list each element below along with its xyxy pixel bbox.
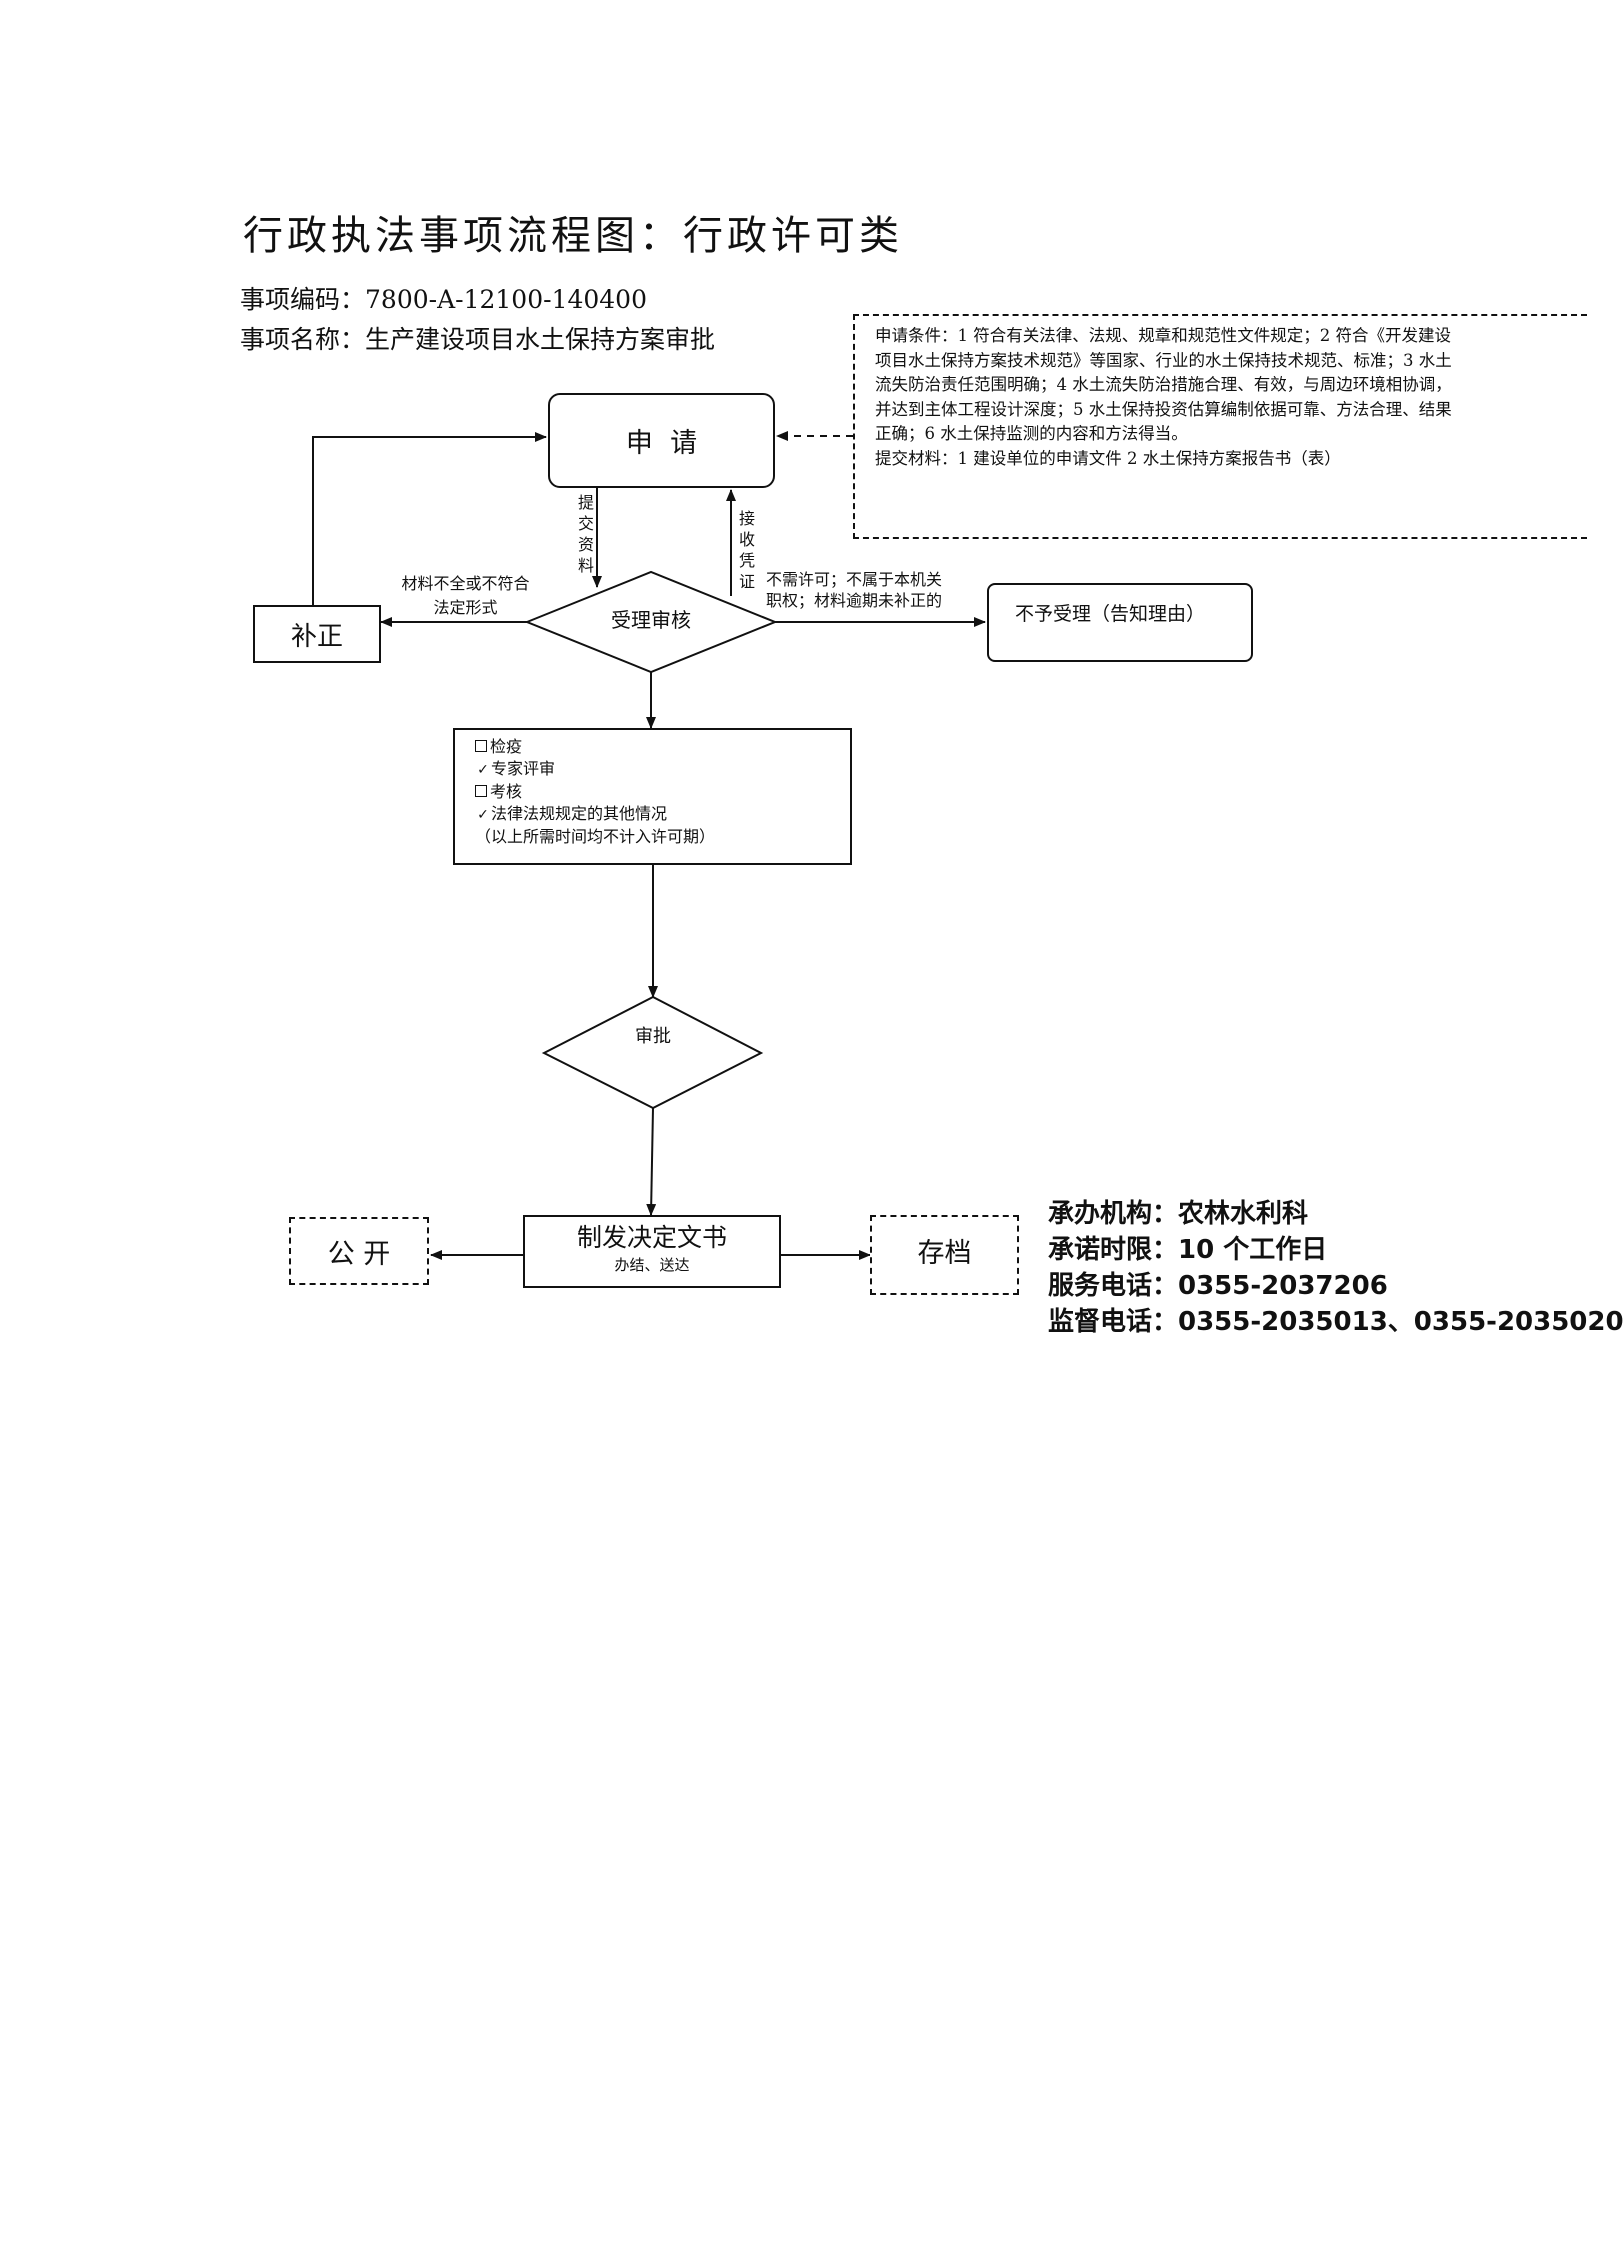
decision-node: 制发决定文书 办结、送达 [523,1215,781,1288]
checkbox-icon [475,785,487,797]
conditions-line: 项目水土保持方案技术规范》等国家、行业的水土保持技术规范、标准；3 水土 [875,350,1452,370]
submit-label: 提交资料 [577,493,594,575]
service-phone-info: 服务电话：0355-2037206 [1048,1271,1388,1301]
approve-diamond [541,995,764,1110]
archive-node: 存档 [870,1215,1019,1295]
review-item-other: ✓法律法规规定的其他情况 [475,803,850,826]
publish-node: 公 开 [289,1217,429,1285]
review-item-quarantine: 检疫 [475,736,850,758]
decision-label: 制发决定文书 [576,1223,727,1252]
review-item-expert: ✓专家评审 [475,758,850,781]
review-item-label: 考核 [490,782,523,801]
review-diamond [524,570,778,674]
flow-connectors [312,431,986,1260]
reject-condition: 不需许可；不属于本机关 职权；材料逾期未补正的 [766,569,942,611]
correction-condition: 材料不全或不符合 法定形式 [398,570,533,618]
review-note: （以上所需时间均不计入许可期） [475,827,716,846]
correction-label: 补正 [290,621,343,652]
archive-label: 存档 [917,1238,972,1269]
time-limit-info: 承诺时限：10 个工作日 [1048,1235,1328,1265]
review-item-label: 法律法规规定的其他情况 [491,804,668,823]
item-code-label: 事项编码： [240,285,366,314]
item-name-label: 事项名称： [240,325,366,354]
receipt-label: 接收凭证 [738,509,755,591]
supervise-phone-info: 监督电话：0355-2035013、0355-2035020 [1048,1307,1624,1337]
item-code: 事项编码：7800-A-12100-140400 [240,280,647,316]
correction-condition-line: 法定形式 [433,598,498,617]
apply-node: 申 请 [548,393,775,488]
conditions-line: 并达到主体工程设计深度；5 水土保持投资估算编制依据可靠、方法合理、结果 [875,399,1452,419]
correction-condition-line: 材料不全或不符合 [401,574,530,593]
item-name-value: 生产建设项目水土保持方案审批 [365,325,716,354]
reject-condition-line: 不需许可；不属于本机关 [766,570,943,589]
checkmark-icon: ✓ [477,807,489,823]
reject-label: 不予受理（告知理由） [1015,603,1206,625]
approve-label: 审批 [635,1026,671,1047]
item-name: 事项名称：生产建设项目水土保持方案审批 [240,320,715,356]
reject-condition-line: 职权；材料逾期未补正的 [766,591,943,610]
review-label: 受理审核 [611,608,691,632]
review-item-label: 检疫 [490,737,523,756]
item-code-value: 7800-A-12100-140400 [365,285,647,314]
conditions-line: 正确；6 水土保持监测的内容和方法得当。 [875,424,1188,443]
checkbox-icon [475,740,487,752]
materials-line: 提交材料：1 建设单位的申请文件 2 水土保持方案报告书（表） [875,448,1341,468]
decision-arrow [646,1107,657,1216]
page-title: 行政执法事项流程图：行政许可类 [243,213,903,259]
apply-label: 申 请 [625,428,698,459]
conditions-box: 申请条件：1 符合有关法律、法规、规章和规范性文件规定；2 符合《开发建设 项目… [853,314,1587,539]
conditions-line: 流失防治责任范围明确；4 水土流失防治措施合理、有效，与周边环境相协调， [875,375,1452,394]
agency-info: 承办机构：农林水利科 [1048,1199,1309,1229]
reject-node: 不予受理（告知理由） [987,583,1253,662]
publish-label: 公 开 [327,1238,391,1270]
review-item-assessment: 考核 [475,781,850,803]
resubmit-arrow [312,432,547,605]
review-item-label: 专家评审 [491,759,556,778]
correction-node: 补正 [253,605,381,663]
review-items-box: 检疫 ✓专家评审 考核 ✓法律法规规定的其他情况 （以上所需时间均不计入许可期） [453,728,852,865]
conditions-line: 申请条件：1 符合有关法律、法规、规章和规范性文件规定；2 符合《开发建设 [875,326,1451,345]
checkmark-icon: ✓ [477,762,489,778]
decision-sublabel: 办结、送达 [614,1256,690,1274]
